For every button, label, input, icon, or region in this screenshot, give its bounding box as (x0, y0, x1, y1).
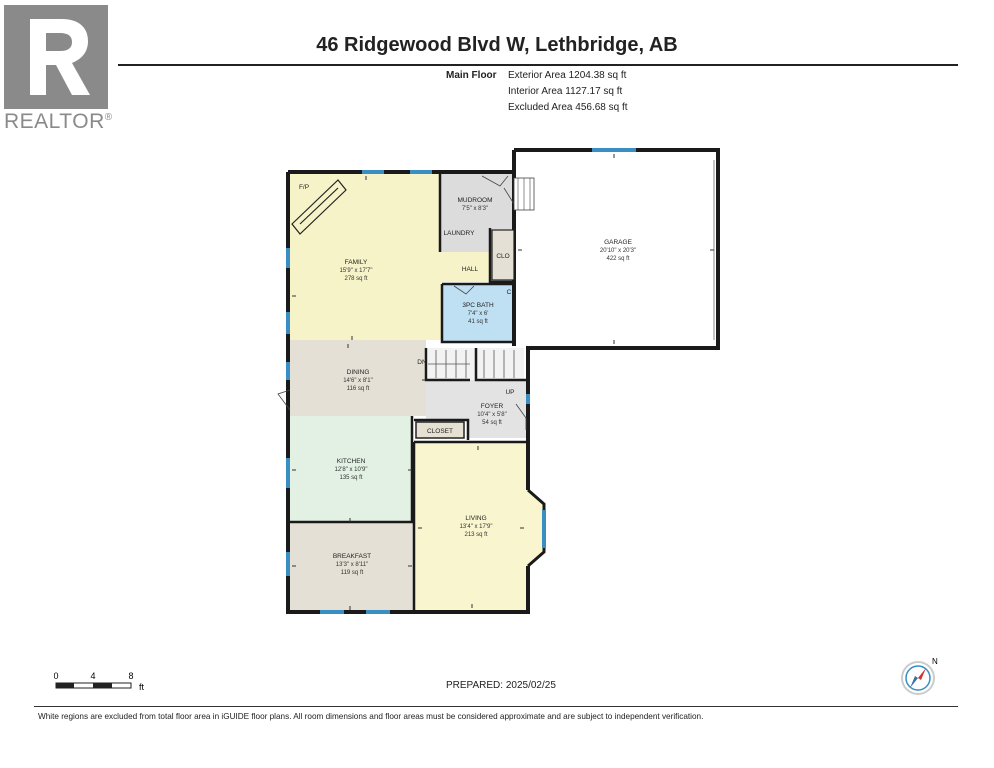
realtor-wordmark: REALTOR® (4, 110, 113, 133)
garage-area: 422 sq ft (606, 256, 629, 262)
scale-unit: ft (139, 682, 145, 692)
foyer-dim: 10'4" x 5'8" (477, 412, 507, 418)
bath-fill (442, 284, 514, 342)
fireplace-icon (291, 179, 347, 235)
floor-label: Main Floor (446, 70, 497, 81)
page-title: 46 Ridgewood Blvd W, Lethbridge, AB (316, 34, 678, 56)
c-label: C (507, 289, 512, 296)
family-area: 278 sq ft (344, 276, 367, 282)
title-divider (118, 64, 958, 66)
living-dim: 13'4" x 17'9" (460, 524, 493, 530)
mudroom-name: MUDROOM (457, 197, 492, 204)
kitchen-name: KITCHEN (337, 458, 366, 465)
stairs-up-label: UP (505, 389, 514, 396)
compass-north-label: N (932, 657, 938, 666)
door-swings (277, 175, 527, 430)
garage-dim: 20'10" x 20'3" (600, 248, 636, 254)
interior-area: Interior Area 1127.17 sq ft (508, 86, 623, 97)
bath-dim: 7'4" x 6' (468, 311, 489, 317)
kitchen-fill (288, 416, 412, 522)
kitchen-dim: 12'8" x 10'9" (335, 467, 368, 473)
scale-tick-0: 0 (54, 671, 59, 681)
closet-box (415, 421, 465, 439)
footer-divider (34, 706, 958, 707)
scale-tick-4: 4 (90, 671, 95, 681)
living-fill (414, 442, 544, 610)
breakfast-dim: 13'3" x 8'11" (336, 562, 368, 568)
laundry-label: LAUNDRY (444, 230, 476, 237)
compass-icon: N (901, 657, 938, 695)
realtor-logo (4, 5, 108, 109)
foyer-area: 54 sq ft (482, 420, 502, 426)
prepared-date: PREPARED: 2025/02/25 (446, 680, 556, 691)
living-name: LIVING (465, 515, 486, 522)
mudroom-dim: 7'5" x 8'3" (462, 206, 488, 212)
disclaimer-text: White regions are excluded from total fl… (38, 712, 704, 721)
family-name: FAMILY (345, 259, 368, 266)
kitchen-area: 135 sq ft (339, 475, 362, 481)
foyer-fill (426, 380, 528, 438)
stairs-icon (428, 350, 515, 378)
breakfast-fill (288, 522, 414, 610)
scale-bar: 0 4 8 ft (54, 671, 145, 692)
bath-area: 41 sq ft (468, 319, 488, 325)
dining-fill (288, 340, 426, 416)
foyer-name: FOYER (481, 403, 504, 410)
wall-ticks (292, 154, 714, 610)
bath-name: 3PC BATH (462, 302, 494, 309)
closet-label: CLOSET (427, 428, 453, 435)
excluded-area: Excluded Area 456.68 sq ft (508, 102, 628, 113)
family-dim: 15'9" x 17'7" (340, 268, 373, 274)
clo-label: CLO (496, 253, 509, 260)
scale-tick-8: 8 (128, 671, 133, 681)
dining-dim: 14'6" x 8'1" (343, 378, 373, 384)
exterior-area: Exterior Area 1204.38 sq ft (508, 70, 627, 81)
hall-label: HALL (462, 266, 479, 273)
breakfast-name: BREAKFAST (333, 553, 371, 560)
stairs-down-label: DN (417, 359, 427, 366)
living-area: 213 sq ft (464, 532, 487, 538)
breakfast-area: 119 sq ft (341, 570, 364, 576)
clo-box (491, 229, 515, 281)
dining-name: DINING (347, 369, 370, 376)
garage-name: GARAGE (604, 239, 632, 246)
dining-area: 116 sq ft (347, 386, 370, 392)
fireplace-label: F/P (299, 184, 309, 191)
windows (286, 148, 636, 614)
